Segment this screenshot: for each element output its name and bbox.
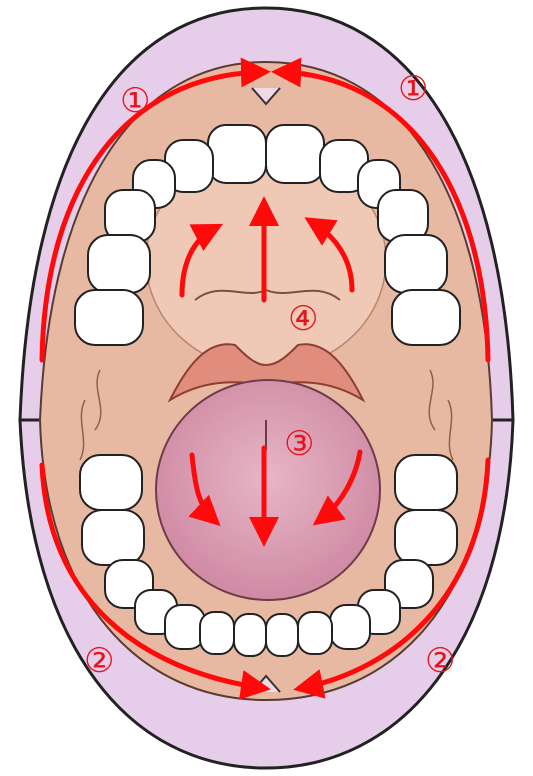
tooth [82, 510, 144, 565]
marker-palate: ④ [288, 299, 318, 339]
tooth [298, 612, 332, 654]
tooth [234, 614, 266, 656]
marker-upper-left: ① [120, 81, 150, 121]
tooth [266, 125, 324, 183]
marker-upper-right: ① [398, 69, 428, 109]
tooth [395, 455, 457, 510]
marker-tongue: ③ [284, 424, 314, 464]
tooth [208, 125, 266, 183]
tooth [75, 290, 143, 345]
tooth [395, 510, 457, 565]
tooth [266, 614, 298, 656]
tooth [385, 235, 447, 293]
tooth [88, 235, 150, 293]
tooth [200, 612, 234, 654]
marker-lower-left: ② [84, 641, 114, 681]
tooth [80, 455, 142, 510]
marker-lower-right: ② [425, 641, 455, 681]
tooth [330, 605, 370, 649]
tooth [392, 290, 460, 345]
